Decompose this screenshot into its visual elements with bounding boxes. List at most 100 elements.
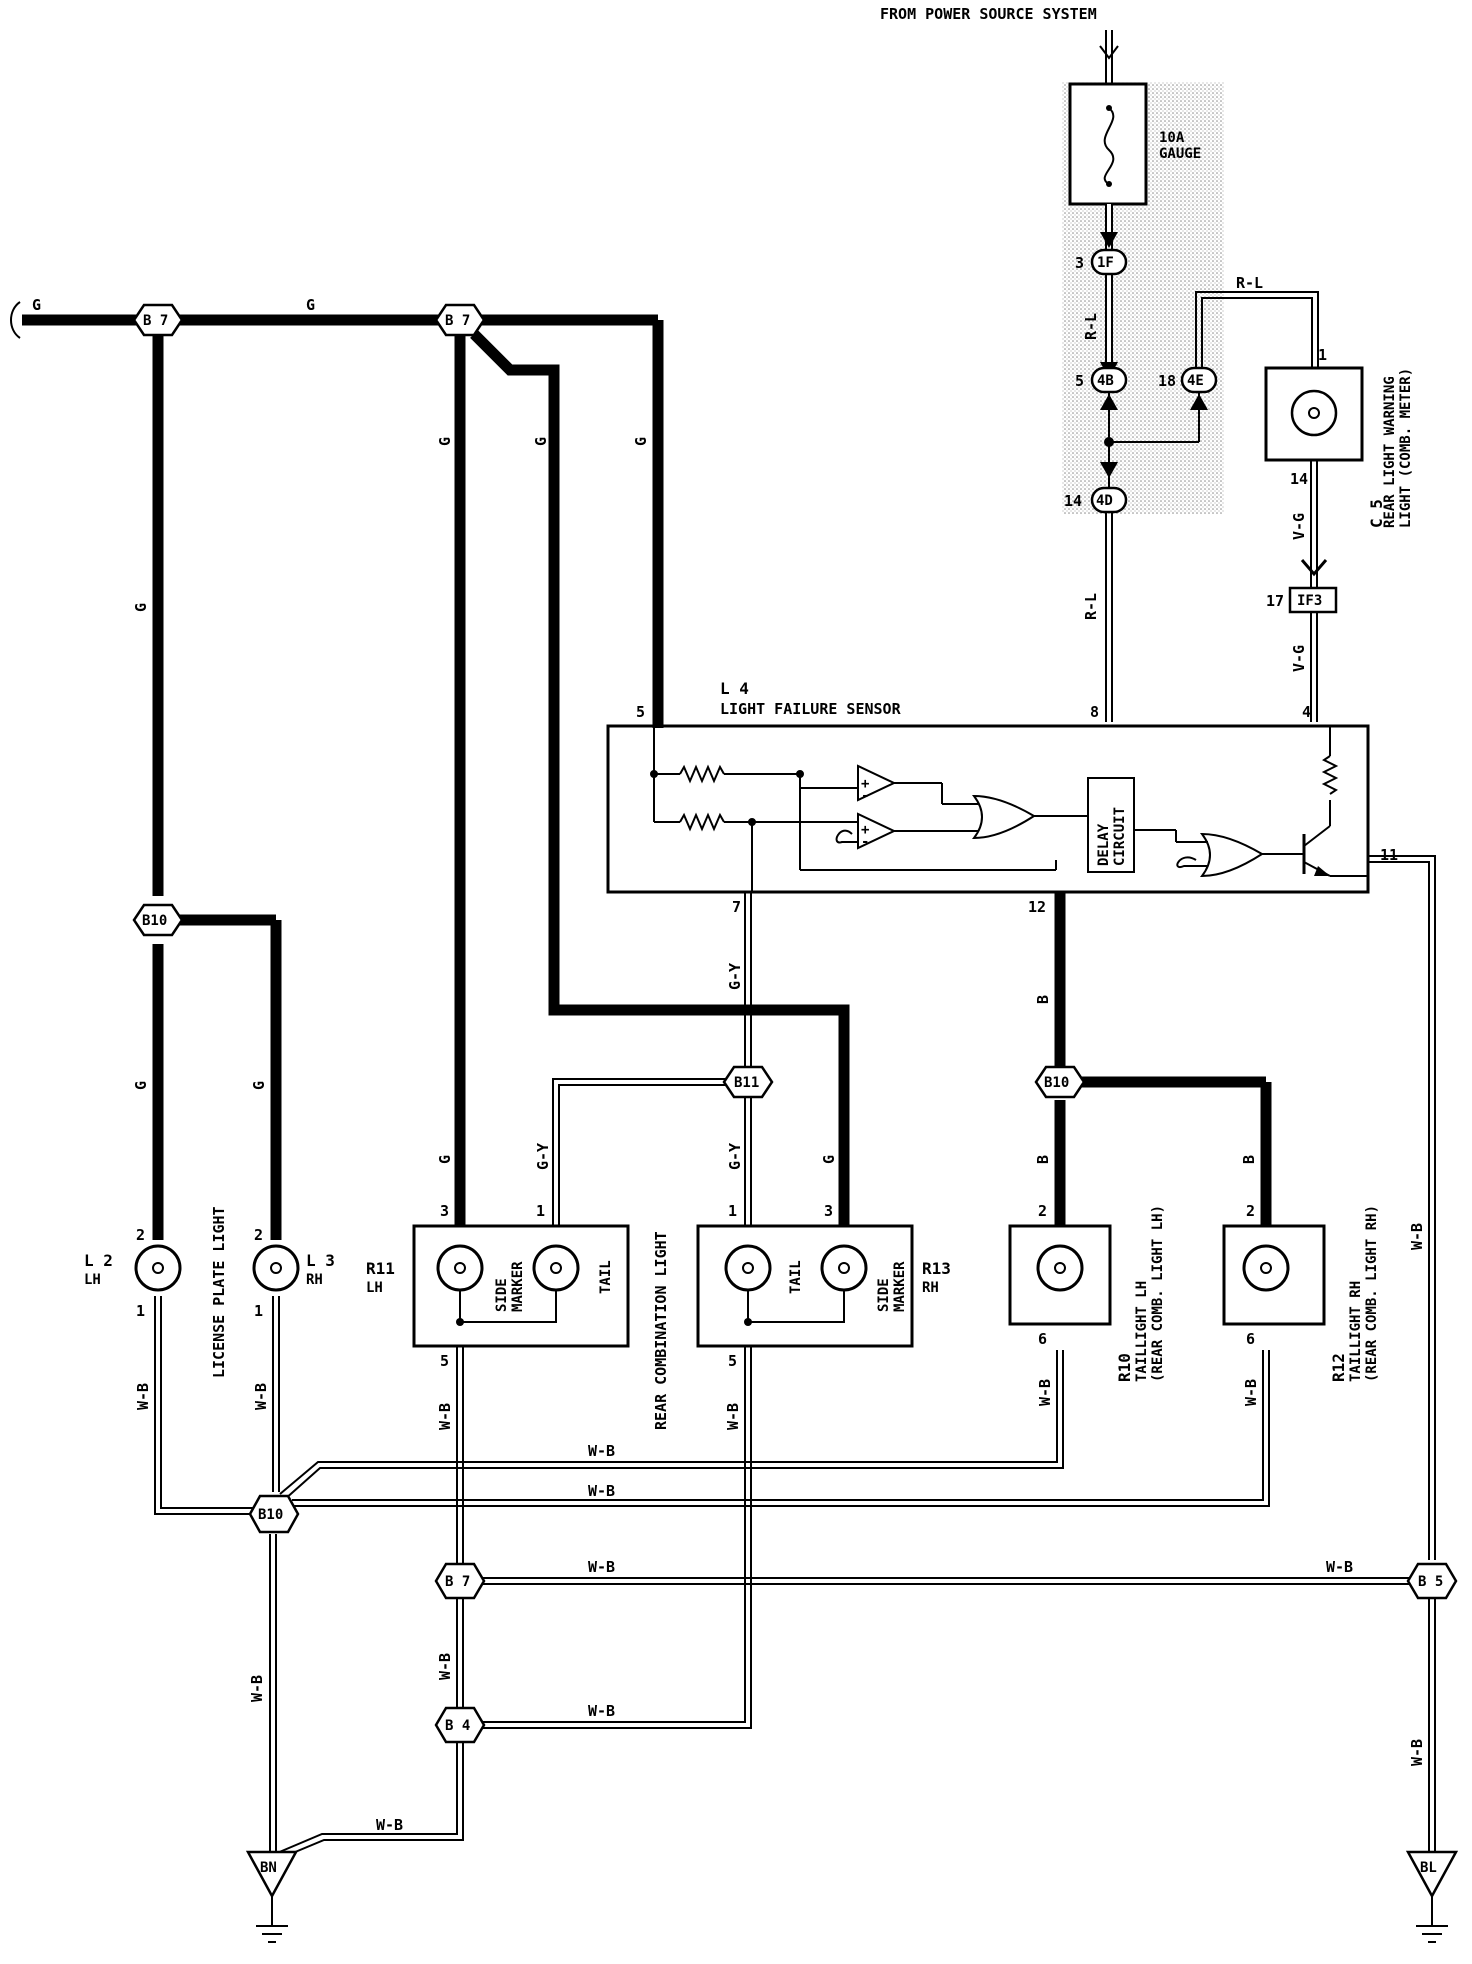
splice-b10-lower: B10 (248, 1494, 300, 1534)
splice-b10-upper-label: B10 (142, 913, 167, 929)
r12-line2: (REAR COMB. LIGHT RH) (1364, 1205, 1380, 1382)
pin-4b: 5 (1075, 372, 1084, 390)
r13-side-marker-bulb (820, 1244, 868, 1292)
wire-label-g-3: G (532, 437, 550, 446)
wire-label-rl-1: R-L (1082, 313, 1100, 340)
pin-r11-3: 3 (440, 1202, 449, 1220)
pin-r10-2: 2 (1038, 1202, 1047, 1220)
wire-label-wb-3: W-B (436, 1403, 454, 1430)
connector-if3-label: IF3 (1297, 593, 1322, 609)
l2-code: L 2 (84, 1251, 113, 1270)
wire-label-g-top-1: G (32, 296, 41, 314)
pin-r12-6: 6 (1246, 1330, 1255, 1348)
connector-4e-label: 4E (1187, 373, 1204, 389)
pin-r12-2: 2 (1246, 1202, 1255, 1220)
pin-if3: 17 (1266, 592, 1284, 610)
pin-r10-6: 6 (1038, 1330, 1047, 1348)
license-light-l3 (252, 1244, 300, 1292)
splice-b10-middle: B10 (1034, 1065, 1086, 1099)
pin-4d: 14 (1064, 492, 1082, 510)
wire-label-wb-9: W-B (588, 1482, 615, 1500)
r13-tail-bulb (724, 1244, 772, 1292)
pin-l4-12: 12 (1028, 898, 1046, 916)
wires-gy (552, 892, 752, 1226)
wire-g-break-left (10, 301, 21, 339)
r13-tail-label: TAIL (788, 1260, 804, 1294)
fuse-10a-gauge (1068, 82, 1148, 206)
wire-label-g-top-2: G (306, 296, 315, 314)
r13-code: R13 (922, 1259, 951, 1278)
wire-label-rl-2: R-L (1082, 593, 1100, 620)
r11-ground-node (456, 1318, 464, 1326)
splice-b7-lower: B 7 (434, 1562, 486, 1600)
wire-label-gy-2: G-Y (534, 1143, 552, 1170)
wire-label-wb-4: W-B (724, 1403, 742, 1430)
rear-combination-label: REAR COMBINATION LIGHT (652, 1231, 670, 1430)
sensor-code: L 4 (720, 679, 749, 698)
wire-label-gy-1: G-Y (726, 963, 744, 990)
splice-b11-label: B11 (734, 1075, 759, 1091)
l3-side: RH (306, 1272, 323, 1288)
comparator-plus-1: + (861, 776, 869, 792)
wires-b-thick (1054, 892, 1272, 1226)
ground-bl-label: BL (1420, 1860, 1437, 1876)
sensor-name: LIGHT FAILURE SENSOR (720, 700, 902, 718)
splice-b10-middle-label: B10 (1044, 1075, 1069, 1091)
diagram-title: FROM POWER SOURCE SYSTEM (880, 5, 1097, 23)
wire-label-wb-15: W-B (376, 1816, 403, 1834)
pin-c5-14: 14 (1290, 470, 1308, 488)
license-light-l2 (134, 1244, 182, 1292)
r13-side: RH (922, 1280, 939, 1296)
wire-label-g-4: G (632, 437, 650, 446)
pin-l2-2: 2 (136, 1226, 145, 1244)
splice-b7-lower-label: B 7 (445, 1574, 470, 1590)
ground-bn-label: BN (260, 1860, 277, 1876)
wire-vg (1310, 460, 1318, 722)
pin-c5-1: 1 (1318, 346, 1327, 364)
r12-line1: TAILLIGHT RH (1348, 1281, 1364, 1382)
r10-line2: (REAR COMB. LIGHT LH) (1150, 1205, 1166, 1382)
arrow-vg (1300, 559, 1328, 577)
r10-bulb (1036, 1244, 1084, 1292)
wire-label-wb-8: W-B (588, 1442, 615, 1460)
r12-code: R12 (1329, 1353, 1348, 1382)
wire-label-wb-2: W-B (252, 1383, 270, 1410)
r11-side-label: SIDE (494, 1278, 510, 1312)
connector-if3: IF3 (1288, 586, 1338, 614)
splice-b7-left-label: B 7 (143, 313, 168, 329)
l3-code: L 3 (306, 1251, 335, 1270)
wire-label-wb-7: W-B (1408, 1223, 1426, 1250)
splice-b4-label: B 4 (445, 1718, 470, 1734)
wire-label-g-7: G (436, 1155, 454, 1164)
splice-b5: B 5 (1406, 1562, 1458, 1600)
pin-r13-1: 1 (728, 1202, 737, 1220)
r12-bulb (1242, 1244, 1290, 1292)
wire-4d-to-l4 (1105, 512, 1113, 722)
wire-label-wb-6: W-B (1242, 1379, 1260, 1406)
r11-tail-bulb (532, 1244, 580, 1292)
connector-1f-label: 1F (1097, 255, 1114, 271)
comparator-plus-2: + (861, 822, 869, 838)
transistor-emitter-arrow (1314, 866, 1330, 876)
wire-label-wb-12: W-B (436, 1653, 454, 1680)
pin-l4-8: 8 (1090, 703, 1099, 721)
r10-code: R10 (1115, 1353, 1134, 1382)
power-feed (1099, 30, 1119, 84)
r11-side: LH (366, 1280, 383, 1296)
splice-b5-label: B 5 (1418, 1574, 1443, 1590)
wire-label-b-1: B (1034, 995, 1052, 1004)
wires-wb (154, 855, 1436, 1861)
wire-label-wb-1: W-B (134, 1383, 152, 1410)
wire-label-wb-11: W-B (1326, 1558, 1353, 1576)
wire-label-wb-16: W-B (1408, 1739, 1426, 1766)
meter-line1: REAR LIGHT WARNING (1382, 376, 1398, 528)
meter-line2: LIGHT (COMB. METER) (1398, 368, 1414, 528)
rear-light-warning-meter (1264, 366, 1364, 462)
wire-label-wb-10: W-B (588, 1558, 615, 1576)
meter-code: C 5 (1367, 499, 1386, 528)
r11-marker-label: MARKER (510, 1261, 526, 1312)
wire-fuse-to-4b (1105, 204, 1113, 380)
sensor-internal-circuit (650, 726, 1368, 892)
splice-b7-left: B 7 (132, 303, 184, 337)
